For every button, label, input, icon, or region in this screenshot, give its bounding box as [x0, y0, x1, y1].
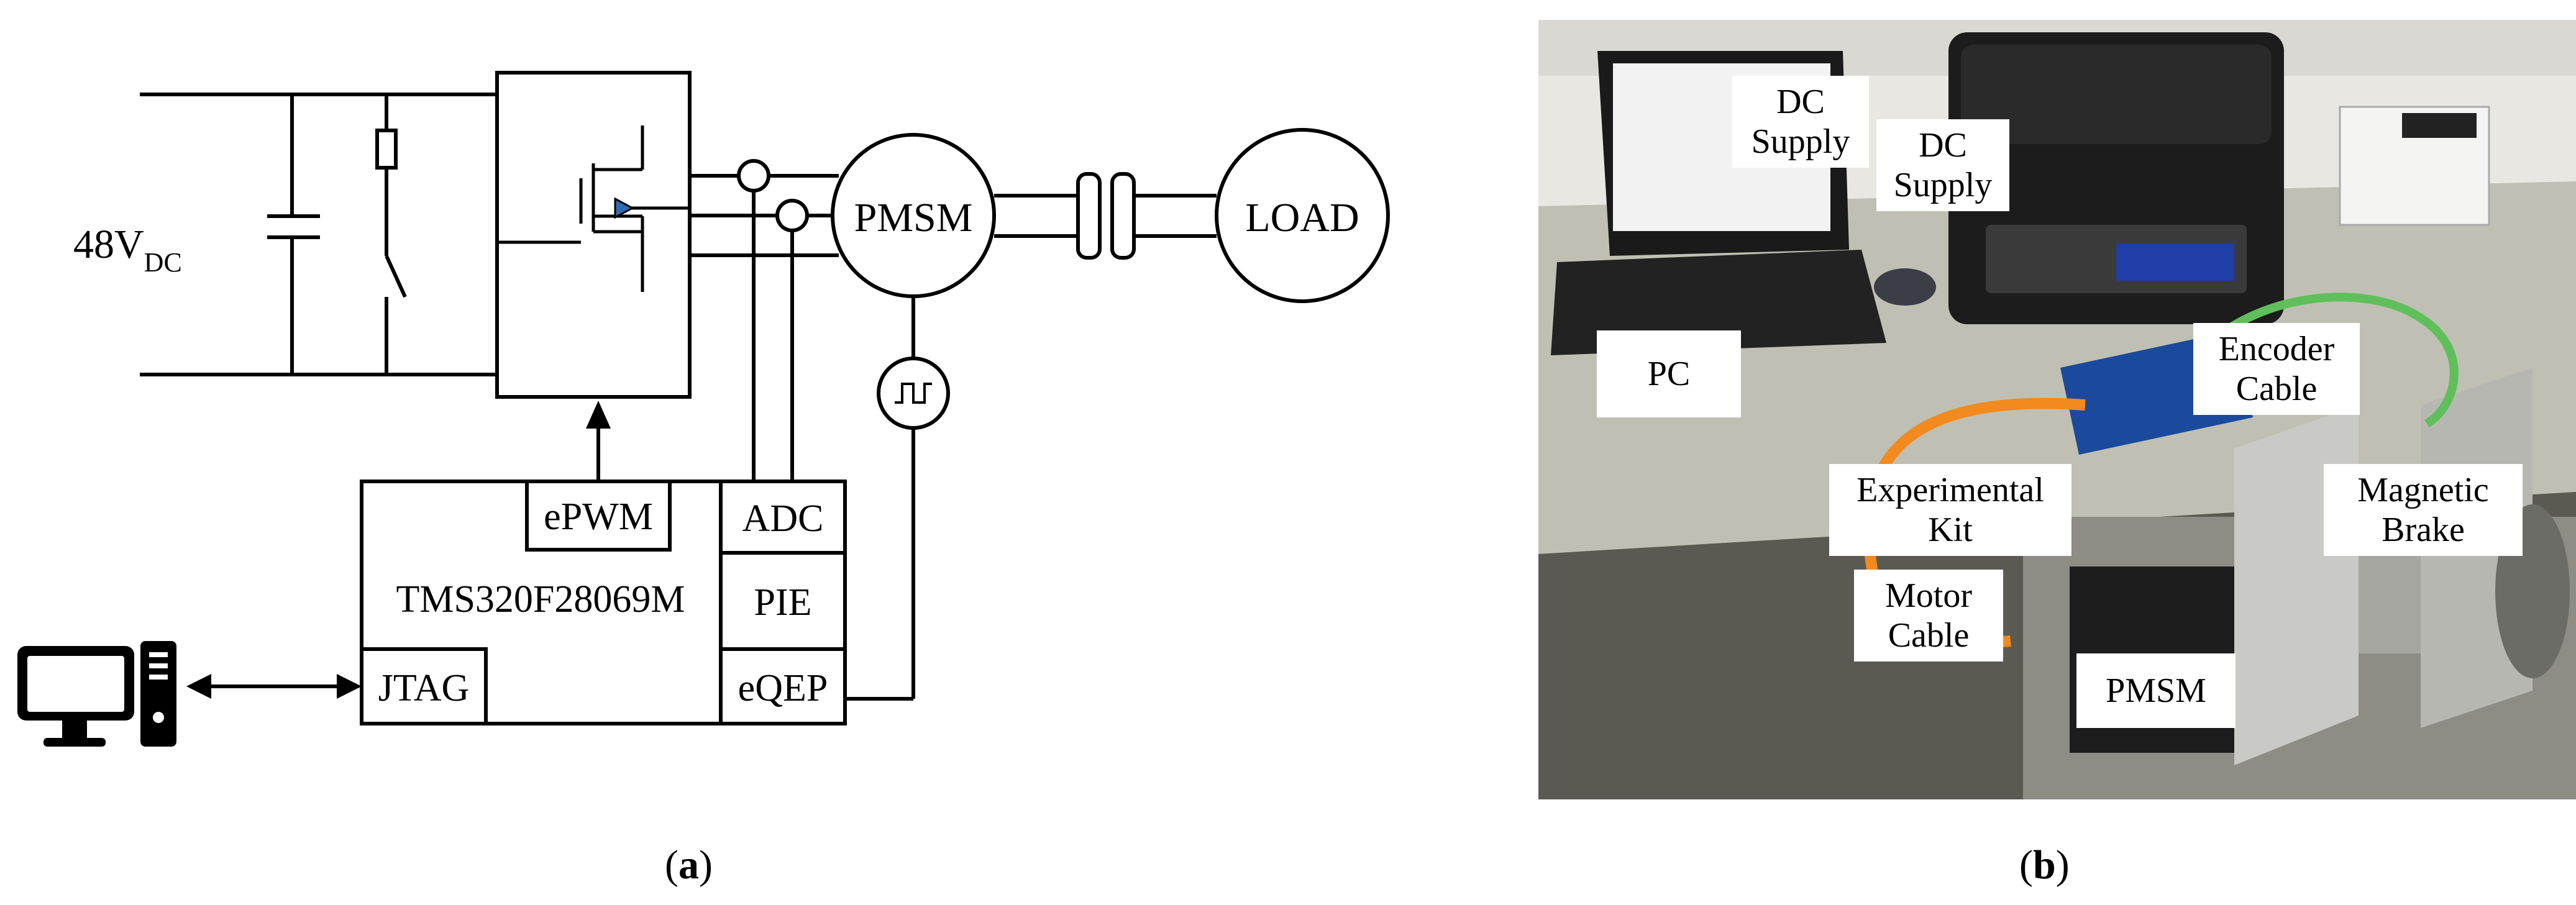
jtag-label: JTAG	[378, 667, 470, 709]
label-pc: PC	[1597, 330, 1741, 417]
green-cable	[2193, 293, 2459, 427]
mosfet-diode-icon	[614, 197, 635, 219]
label-dc-supply-1: DC Supply	[1732, 76, 1869, 168]
pmsm-label: PMSM	[854, 195, 973, 240]
shaft-coupling	[1076, 172, 1102, 260]
dc-link-capacitor	[267, 94, 320, 375]
epwm-label: ePWM	[544, 496, 653, 538]
inverter-box	[495, 71, 692, 399]
dc-voltage-label: 48VDC	[73, 222, 182, 278]
arrow-right-icon	[337, 674, 362, 699]
caption-b: (b)	[2019, 842, 2070, 888]
mosfet-symbol	[497, 125, 690, 292]
eqep-box	[719, 647, 847, 725]
label-magnetic-brake: Magnetic Brake	[2324, 464, 2523, 556]
label-motor-cable: Motor Cable	[1854, 570, 2003, 662]
brake-resistor-switch	[375, 94, 407, 375]
label-encoder-cable: Encoder Cable	[2193, 323, 2360, 415]
label-dc-supply-2: DC Supply	[1876, 119, 2009, 211]
arrow-left-icon	[186, 674, 211, 699]
controller-label: TMS320F28069M	[396, 578, 685, 621]
load-circle	[1215, 128, 1390, 303]
encoder-pulse-icon	[895, 383, 932, 404]
adc-label: ADC	[742, 498, 824, 540]
label-pmsm: PMSM	[2076, 653, 2236, 728]
schematic-diagram: 48VDC PMSM LOAD TMS320F28069M ePWM ADC P…	[17, 71, 1390, 747]
eqep-label: eQEP	[738, 667, 828, 709]
setup-photo: DC Supply DC Supply PC Encoder Cable Exp…	[1538, 20, 2576, 799]
load-label: LOAD	[1245, 195, 1359, 240]
epwm-arrow-icon	[586, 401, 611, 429]
computer-icon	[17, 641, 176, 747]
current-sensor-a	[737, 159, 770, 193]
current-sensor-b	[775, 199, 809, 232]
caption-a: (a)	[665, 842, 713, 888]
label-experimental-kit: Experimental Kit	[1829, 464, 2071, 556]
pie-label: PIE	[754, 581, 812, 624]
